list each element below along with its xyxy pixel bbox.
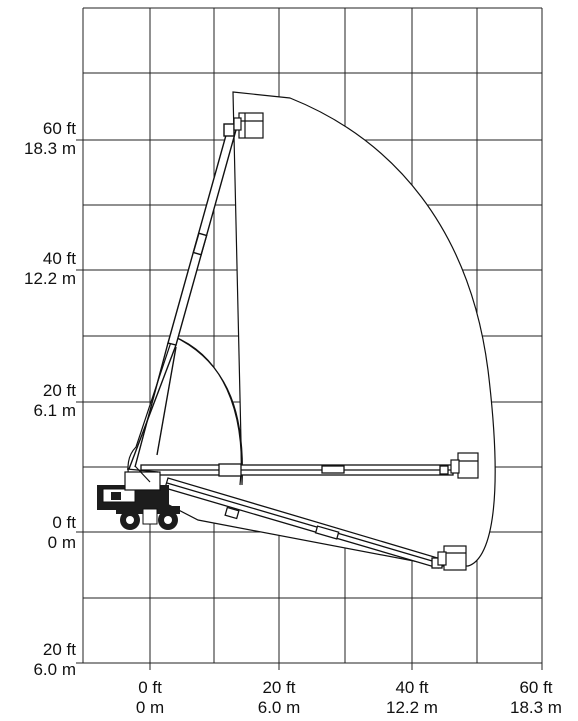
y-label-40: 40 ft 12.2 m	[0, 249, 76, 289]
y-label-20-ft: 20 ft	[42, 381, 76, 400]
x-label-60-ft: 60 ft	[519, 678, 553, 697]
y-label-60-m: 18.3 m	[24, 139, 76, 158]
x-label-40: 40 ft 12.2 m	[367, 678, 457, 718]
y-label-60: 60 ft 18.3 m	[0, 119, 76, 159]
x-label-20-ft: 20 ft	[262, 678, 296, 697]
y-label-20-m: 6.1 m	[33, 401, 76, 420]
x-label-60: 60 ft 18.3 m	[494, 678, 578, 718]
x-label-0-m: 0 m	[135, 698, 165, 717]
bottom-platform	[437, 545, 467, 571]
y-label-60-ft: 60 ft	[42, 119, 76, 138]
outer-envelope	[127, 91, 496, 567]
x-label-0: 0 ft 0 m	[105, 678, 195, 718]
y-label-0-ft: 0 ft	[52, 513, 76, 532]
y-label-neg-20-ft: 20 ft	[42, 640, 76, 659]
y-label-neg-20: 20 ft 6.0 m	[0, 640, 76, 680]
lower-boom	[164, 477, 443, 569]
y-label-neg-20-m: 6.0 m	[33, 660, 76, 679]
x-label-20: 20 ft 6.0 m	[234, 678, 324, 718]
horizontal-boom	[140, 463, 454, 477]
y-label-20: 20 ft 6.1 m	[0, 381, 76, 421]
mid-platform	[450, 452, 479, 479]
y-label-0: 0 ft 0 m	[0, 513, 76, 553]
x-label-0-ft: 0 ft	[138, 678, 162, 697]
x-label-60-m: 18.3 m	[510, 698, 562, 717]
top-platform	[233, 112, 264, 139]
x-label-20-m: 6.0 m	[257, 698, 301, 717]
y-label-40-m: 12.2 m	[24, 269, 76, 288]
x-label-40-ft: 40 ft	[395, 678, 429, 697]
y-label-0-m: 0 m	[47, 533, 76, 552]
aerial-lift-machine	[97, 465, 180, 530]
axis-ticks	[76, 139, 543, 670]
y-label-40-ft: 40 ft	[42, 249, 76, 268]
x-label-40-m: 12.2 m	[386, 698, 438, 717]
